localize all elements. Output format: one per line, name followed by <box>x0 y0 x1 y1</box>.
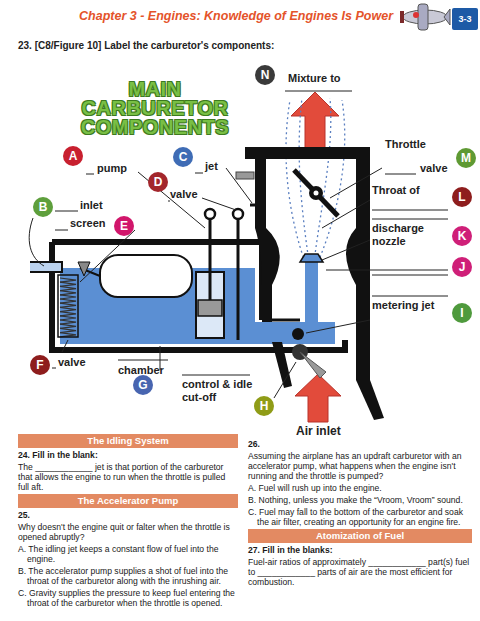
answer-option: C. Gravity supplies the pressure to keep… <box>18 588 238 608</box>
section-band: The Accelerator Pump <box>18 494 238 508</box>
part-label: pump <box>97 162 127 175</box>
callout-letter-text: G <box>138 378 147 392</box>
part-label: valve <box>420 162 448 175</box>
callout-letter: H <box>254 396 274 416</box>
callout-letter-text: B <box>39 200 48 214</box>
callout-letter: I <box>452 303 472 323</box>
body-text: Fuel-air ratios of approximately _______… <box>248 557 472 587</box>
text-column: 26. Assuming the airplane has an updraft … <box>248 439 472 587</box>
answer-option: C. Fuel may fall to the bottom of the ca… <box>248 507 472 527</box>
callout-letter: D <box>148 172 168 192</box>
callout-letter: B <box>33 197 53 217</box>
callout-letter: J <box>452 257 472 277</box>
section-band: Atomization of Fuel <box>248 529 472 543</box>
callout-letter: F <box>30 355 50 375</box>
question-text: 23. [C8/Figure 10] Label the carburetor'… <box>18 40 274 51</box>
part-label: screen <box>70 217 105 230</box>
body-text: Assuming the airplane has an updraft car… <box>248 451 472 481</box>
callout-letter-text: J <box>459 260 466 274</box>
section-heading: The Idling System <box>87 435 168 446</box>
part-label: Air inlet <box>296 424 341 438</box>
callout-letter-text: F <box>36 358 43 372</box>
callout-letter: G <box>133 375 153 395</box>
page-number-badge: 3-3 <box>452 8 478 30</box>
diagram-title: MAIN CARBURETOR COMPONENTS <box>80 80 230 137</box>
answer-option: B. Nothing, unless you make the “Vroom, … <box>248 495 472 505</box>
callout-letter: C <box>173 147 193 167</box>
part-label: discharge nozzle <box>372 222 452 248</box>
answer-option: A. Fuel will rush up into the engine. <box>248 483 472 493</box>
callout-letter-text: M <box>461 151 471 165</box>
part-label: Mixture to <box>288 72 341 85</box>
callout-letter: M <box>456 148 476 168</box>
callout-letter: A <box>63 146 83 166</box>
callout-letter-text: C <box>179 150 188 164</box>
callout-letter-text: I <box>460 306 463 320</box>
part-label: valve <box>170 188 198 201</box>
answer-option: B. The accelerator pump supplies a shot … <box>18 566 238 586</box>
question-number: 24. Fill in the blank: <box>18 450 238 460</box>
page-number: 3-3 <box>458 14 471 24</box>
part-label: control & idle cut-off <box>182 378 272 404</box>
callout-letter: N <box>255 65 275 85</box>
body-text: The ____________ jet is that portion of … <box>18 462 238 492</box>
callout-letter: K <box>452 226 472 246</box>
callout-letter-text: K <box>458 229 467 243</box>
part-label: Throttle <box>385 138 426 151</box>
section-band: The Idling System <box>18 434 238 448</box>
question-number: 26. <box>248 439 472 449</box>
part-label: Throat of <box>372 184 420 197</box>
callout-letter-text: E <box>120 219 128 233</box>
body-text: Why doesn't the engine quit or falter wh… <box>18 522 238 542</box>
part-label: valve <box>58 356 86 369</box>
question-number: 25. <box>18 510 238 520</box>
page-heading: Chapter 3 - Engines: Knowledge of Engine… <box>79 9 393 23</box>
airplane-icon <box>400 4 450 30</box>
part-label: inlet <box>80 199 103 212</box>
callout-letter: E <box>114 216 134 236</box>
callout-letter-text: D <box>154 175 163 189</box>
part-label: chamber <box>118 364 164 377</box>
callout-letter-text: H <box>260 399 269 413</box>
part-label: jet <box>205 160 218 173</box>
callout-letter-text: N <box>261 68 270 82</box>
part-label: metering jet <box>372 299 450 312</box>
text-column: The Idling System 24. Fill in the blank: T… <box>18 434 238 608</box>
section-heading: The Accelerator Pump <box>78 495 178 506</box>
callout-letter: L <box>452 187 472 207</box>
section-heading: Atomization of Fuel <box>316 530 404 541</box>
callout-letter-text: A <box>69 149 78 163</box>
answer-option: A. The idling jet keeps a constant flow … <box>18 544 238 564</box>
callout-letter-text: L <box>458 190 465 204</box>
question-number: 27. Fill in the blanks: <box>248 545 472 555</box>
